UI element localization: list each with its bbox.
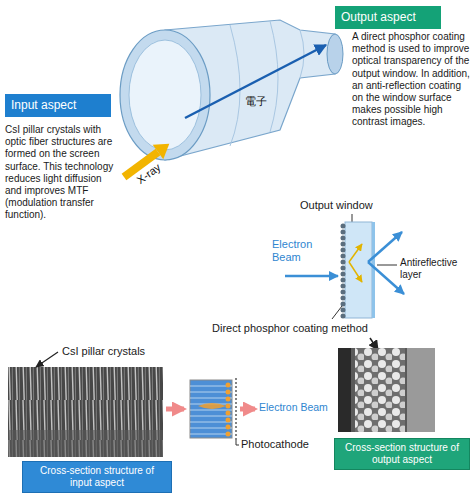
part-label: Antireflective layer bbox=[400, 257, 472, 281]
caption-box: Cross-section structure of input aspect bbox=[22, 461, 172, 493]
leader-line bbox=[236, 440, 239, 445]
caption-box: Cross-section structure of output aspect bbox=[334, 438, 470, 470]
leader-line bbox=[332, 306, 342, 319]
pointer-arrow bbox=[36, 352, 58, 367]
aspect-heading: Input aspect bbox=[5, 94, 111, 117]
aspect-heading: Output aspect bbox=[335, 6, 441, 29]
light-arrow bbox=[349, 244, 362, 262]
beam-label: Electron Beam bbox=[259, 401, 328, 414]
tube-ring bbox=[270, 21, 278, 132]
part-label: Photocathode bbox=[241, 438, 309, 451]
description-text: CsI pillar crystals with optic fiber str… bbox=[5, 124, 117, 222]
output-window bbox=[327, 34, 343, 74]
phosphor-photo-edge bbox=[338, 348, 351, 432]
emission-dots bbox=[226, 383, 231, 437]
light-spread bbox=[198, 403, 226, 409]
csi-layer bbox=[190, 380, 232, 438]
xray-arrowhead bbox=[153, 144, 170, 160]
light-out-arrow bbox=[368, 232, 402, 262]
glass-section bbox=[407, 348, 435, 432]
tube-ring bbox=[230, 25, 240, 146]
phosphor-photo bbox=[338, 348, 435, 432]
flow-arrow bbox=[240, 407, 255, 412]
beam-arrow bbox=[285, 275, 338, 278]
tube-illustration bbox=[120, 20, 343, 177]
photocathode-line bbox=[235, 378, 236, 440]
light-arrow bbox=[349, 262, 362, 282]
glass-window bbox=[345, 222, 372, 318]
part-label: Output window bbox=[300, 199, 373, 212]
electron-arrow bbox=[185, 45, 326, 118]
beam-label: Electron Beam bbox=[272, 238, 324, 265]
node-text: Cross-section structure of output aspect bbox=[340, 442, 464, 466]
input-window bbox=[120, 30, 210, 160]
phosphor-dots bbox=[341, 224, 346, 319]
csi-photo bbox=[8, 367, 163, 457]
node-text: Cross-section structure of input aspect bbox=[28, 465, 166, 489]
description-text: A direct phosphor coating method is used… bbox=[352, 31, 470, 129]
photocathode-sketch bbox=[190, 378, 255, 445]
antireflective-layer bbox=[372, 222, 375, 318]
input-screen bbox=[129, 40, 201, 150]
phosphor-grains bbox=[355, 348, 405, 432]
light-out-arrow bbox=[368, 262, 404, 294]
flow-arrow bbox=[166, 407, 184, 412]
electron-label: 電子 bbox=[243, 95, 269, 108]
tube-ring bbox=[300, 30, 304, 78]
output-photo bbox=[338, 348, 435, 432]
leader-line bbox=[377, 265, 397, 266]
part-label: CsI pillar crystals bbox=[62, 345, 145, 358]
input-photo bbox=[8, 352, 184, 457]
csi-photo-base bbox=[8, 430, 163, 457]
fiber-lines bbox=[190, 386, 232, 434]
node-text: Output aspect bbox=[341, 10, 435, 24]
part-label: Direct phosphor coating method bbox=[212, 322, 368, 335]
node-text: Input aspect bbox=[11, 98, 105, 112]
